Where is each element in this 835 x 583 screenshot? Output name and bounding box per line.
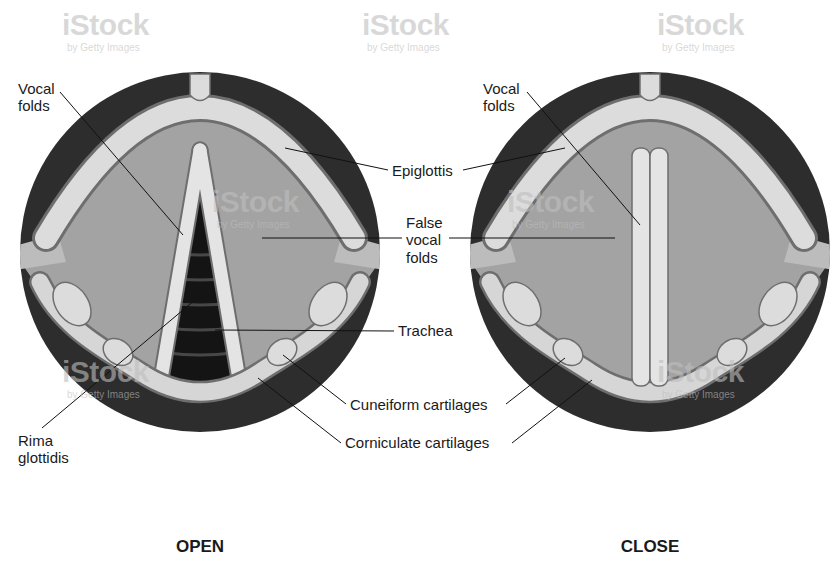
leader-line: [42, 300, 195, 428]
watermark: iStock: [657, 355, 744, 390]
tracheal-ring: [150, 250, 250, 255]
leader-line: [512, 380, 592, 443]
watermark: by Getty Images: [512, 219, 585, 231]
leader-line: [463, 148, 565, 170]
watermark: by Getty Images: [662, 389, 735, 401]
leader-line: [258, 378, 341, 443]
state-caption: OPEN: [176, 537, 224, 557]
corniculate-cartilage: [548, 333, 588, 371]
watermark: iStock: [62, 355, 149, 390]
watermark: iStock: [62, 8, 149, 43]
epiglottis-tip: [640, 74, 660, 101]
leader-line: [60, 92, 183, 235]
vocal-fold: [632, 148, 650, 386]
watermark: by Getty Images: [367, 42, 440, 54]
leader-line: [283, 355, 346, 404]
cuneiform-cartilage: [495, 275, 549, 333]
part-label: Epiglottis: [392, 162, 453, 179]
cuneiform-cartilage: [751, 275, 805, 333]
leader-line: [506, 358, 565, 404]
laryngeal-wall: [18, 107, 382, 392]
leader-line: [262, 238, 402, 239]
watermark: by Getty Images: [217, 219, 290, 231]
leader-line: [449, 238, 615, 239]
tracheal-ring: [150, 275, 250, 280]
part-label: Trachea: [398, 322, 452, 339]
watermark: iStock: [657, 8, 744, 43]
watermark: iStock: [507, 185, 594, 220]
watermark: by Getty Images: [67, 389, 140, 401]
leader-line: [215, 330, 394, 331]
vocal-fold: [650, 148, 668, 386]
vocal-fold-outline: [160, 150, 200, 385]
epiglottis-tip: [190, 74, 210, 101]
closed-larynx: [465, 72, 835, 432]
part-label: False vocal folds: [406, 214, 456, 266]
watermark: by Getty Images: [67, 42, 140, 54]
state-caption: CLOSE: [621, 537, 680, 557]
part-label: Corniculate cartilages: [345, 434, 489, 451]
open-larynx: [15, 72, 385, 432]
vocal-fold: [160, 150, 200, 385]
part-label: Vocal folds: [18, 80, 68, 115]
watermark: iStock: [212, 185, 299, 220]
part-label: Vocal folds: [483, 80, 533, 115]
tracheal-ring: [150, 300, 250, 305]
part-label: Rima glottidis: [18, 432, 84, 467]
leader-line: [285, 148, 388, 170]
cuneiform-cartilage: [45, 275, 99, 333]
watermark: iStock: [362, 8, 449, 43]
cuneiform-cartilage: [301, 275, 355, 333]
part-label: Cuneiform cartilages: [350, 396, 488, 413]
laryngeal-wall: [468, 107, 832, 392]
watermark: by Getty Images: [662, 42, 735, 54]
